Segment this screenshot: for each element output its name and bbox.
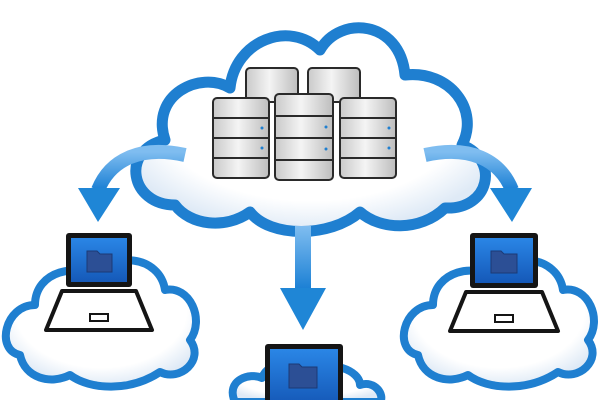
arrow-icon (295, 226, 311, 290)
folder-icon (288, 363, 318, 389)
server-icon (339, 97, 397, 179)
folder-icon (490, 250, 518, 274)
arrow-bottom (280, 226, 326, 330)
laptop-icon (44, 233, 154, 332)
arrow-right (423, 144, 532, 222)
server-icon (212, 97, 270, 179)
laptop-icon (448, 233, 560, 333)
server-icon (274, 93, 334, 181)
folder-icon (86, 250, 113, 273)
client-right (399, 233, 598, 391)
arrow-icon (423, 144, 519, 193)
laptop-icon (265, 344, 343, 400)
client-left (1, 233, 200, 391)
arrow-icon (91, 144, 187, 193)
client-bottom (228, 344, 386, 400)
arrow-left (78, 144, 187, 222)
server-cluster (212, 67, 397, 181)
